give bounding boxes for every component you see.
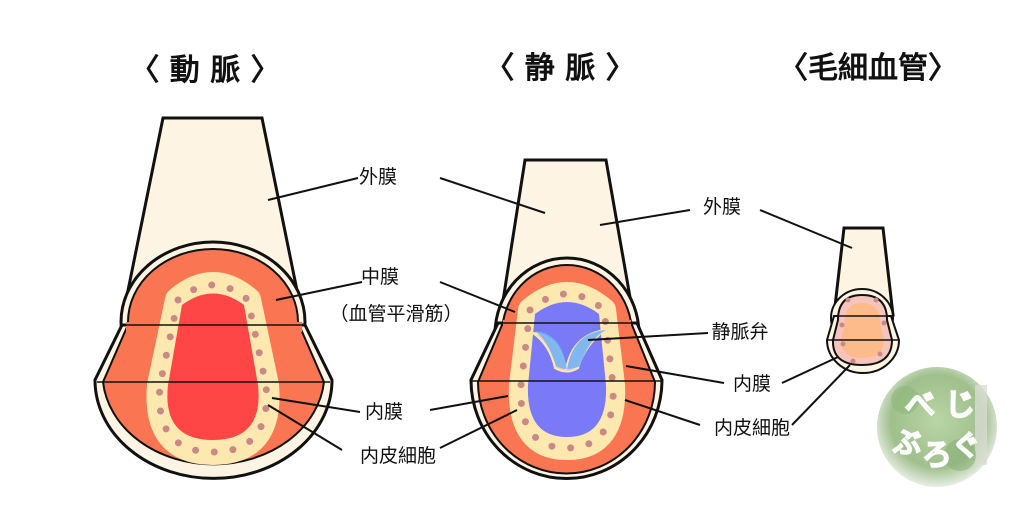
cell-nucleus <box>242 294 250 302</box>
label-vein-adventitia: 外膜 <box>703 196 741 218</box>
label-artery-endothelium: 内皮細胞 <box>360 445 436 467</box>
cell-nucleus <box>190 286 198 294</box>
artery-illustration <box>93 116 334 480</box>
cell-nucleus <box>521 418 529 426</box>
logo-badge: べ じ ぶ ろ ぐ <box>877 367 997 487</box>
cell-nucleus <box>174 296 182 304</box>
cell-nucleus <box>162 425 170 433</box>
cell-nucleus <box>601 318 609 326</box>
cell-nucleus <box>559 290 567 298</box>
cell-nucleus <box>594 302 602 310</box>
cell-nucleus <box>156 407 164 415</box>
svg-text:じ: じ <box>945 388 975 423</box>
cell-nucleus <box>229 446 237 454</box>
cell-nucleus <box>607 411 615 419</box>
svg-text:ぶ: ぶ <box>892 426 921 459</box>
cell-nucleus <box>166 333 174 341</box>
title-vein: 〈 静 脈 〉 <box>484 51 635 86</box>
cell-nucleus <box>208 281 216 289</box>
cell-nucleus <box>247 312 255 320</box>
cell-nucleus <box>262 386 270 394</box>
capillary-illustration <box>825 226 901 374</box>
cell-nucleus <box>519 362 527 370</box>
cell-nucleus <box>526 306 534 314</box>
cell-nucleus <box>522 343 530 351</box>
cell-nucleus <box>532 433 540 441</box>
cell-nucleus <box>156 388 164 396</box>
cell-nucleus <box>255 349 263 357</box>
artery-endothelial-cells <box>156 281 270 456</box>
cell-nucleus <box>158 370 166 378</box>
vein-endothelial-cells <box>517 290 617 452</box>
cell-nucleus <box>517 399 525 407</box>
cell-nucleus <box>548 442 556 450</box>
cell-nucleus <box>585 440 593 448</box>
capillary-lumen <box>841 303 884 358</box>
cell-nucleus <box>226 285 234 293</box>
svg-text:ぐ: ぐ <box>952 429 980 462</box>
label-vein-endothelium: 内皮細胞 <box>714 417 790 439</box>
cell-nucleus <box>262 404 270 412</box>
cell-nucleus <box>257 423 265 431</box>
pointer-lines <box>267 177 853 451</box>
title-capillary: 〈毛細血管〉 <box>778 51 958 86</box>
cell-nucleus <box>578 293 586 301</box>
cell-nucleus <box>608 374 616 382</box>
cell-nucleus <box>567 444 575 452</box>
cell-nucleus <box>192 446 200 454</box>
label-artery-adventitia: 外膜 <box>359 166 397 188</box>
label-artery-media: 中膜 <box>361 266 399 288</box>
cell-nucleus <box>162 351 170 359</box>
cell-nucleus <box>606 355 614 363</box>
title-artery: 〈 動 脈 〉 <box>129 53 280 88</box>
cell-nucleus <box>251 330 259 338</box>
cell-nucleus <box>259 367 267 375</box>
cell-nucleus <box>210 448 218 456</box>
cell-nucleus <box>524 325 532 333</box>
label-vein-intima: 内膜 <box>733 373 771 395</box>
vein-illustration <box>469 158 664 481</box>
cell-nucleus <box>599 428 607 436</box>
label-vein-valve: 静脈弁 <box>711 321 768 343</box>
cell-nucleus <box>517 381 525 389</box>
cell-nucleus <box>541 295 549 303</box>
svg-text:べ: べ <box>905 388 935 423</box>
cell-nucleus <box>609 392 617 400</box>
label-artery-intima: 内膜 <box>365 401 403 423</box>
artery-lumen <box>167 293 259 440</box>
cell-nucleus <box>170 314 178 322</box>
svg-text:ろ: ろ <box>922 438 952 473</box>
label-artery-media-note: （血管平滑筋） <box>329 303 462 325</box>
cell-nucleus <box>246 437 254 445</box>
cell-nucleus <box>174 439 182 447</box>
